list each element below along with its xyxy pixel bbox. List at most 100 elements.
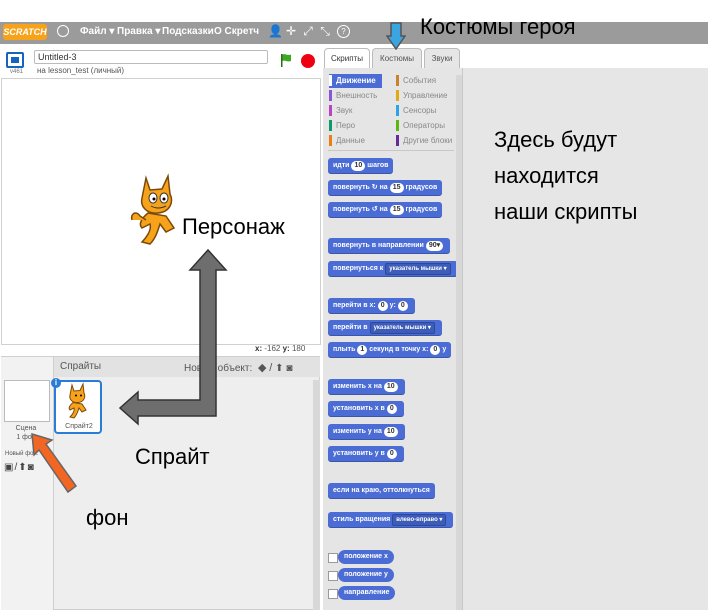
block-input[interactable]: 10 — [383, 382, 398, 392]
block-input[interactable]: 15 — [389, 205, 404, 215]
tab-costumes[interactable]: Костюмы — [372, 48, 422, 68]
coord-x-value: -162 — [264, 344, 281, 353]
checkbox-direction[interactable] — [328, 589, 338, 599]
tab-sounds[interactable]: Звуки — [424, 48, 460, 68]
block-text: перейти в x: — [333, 302, 376, 309]
camera-sprite-icon[interactable]: ◙ — [286, 363, 293, 374]
shrink-icon[interactable]: ⤡ — [320, 24, 330, 38]
stage-bg-count: 1 фон — [16, 434, 36, 441]
block-input[interactable]: 10 — [351, 161, 366, 171]
category-operators[interactable]: Операторы — [396, 119, 445, 133]
help-icon[interactable]: ? — [337, 25, 350, 38]
block-input[interactable]: 1 — [357, 345, 368, 355]
cut-icon[interactable]: ✛ — [285, 24, 297, 38]
sprites-scrollbar[interactable] — [313, 380, 320, 610]
project-title-input[interactable]: Untitled-3 — [34, 50, 268, 64]
block-text: стиль вращения — [333, 516, 391, 523]
stage-thumbnail[interactable] — [4, 380, 50, 422]
block-dropdown[interactable]: влево-вправо ▾ — [392, 514, 447, 526]
checkbox-x[interactable] — [328, 553, 338, 563]
menu-about[interactable]: О Скретч — [214, 26, 260, 37]
block-input[interactable]: 0 — [386, 404, 397, 414]
annotation-scripts-line2: находится — [494, 163, 599, 188]
block-text: установить х в — [333, 405, 385, 412]
block-text: повернуть в направлении — [333, 242, 424, 249]
category-color — [329, 105, 332, 117]
sprite-thumbnail — [68, 382, 87, 419]
paint-bg-icon[interactable]: / — [14, 462, 19, 473]
block-text: изменить у на — [333, 428, 382, 435]
background-arrow-icon — [31, 432, 78, 494]
tab-scripts[interactable]: Скрипты — [324, 48, 370, 68]
block-dropdown[interactable]: указатель мышки ▾ — [369, 322, 435, 334]
scratch-logo[interactable]: SCRATCH — [3, 24, 47, 40]
cat-sprite[interactable] — [128, 172, 188, 248]
bg-library-icon[interactable]: ▣ — [4, 462, 15, 473]
category-control[interactable]: Управление — [396, 89, 447, 103]
category-color — [396, 105, 399, 117]
annotation-scripts: Здесь будут находится наши скрипты — [494, 122, 637, 230]
annotation-background: фон — [86, 505, 129, 530]
menu-edit[interactable]: Правка ▾ — [117, 26, 161, 37]
block-input-x[interactable]: 0 — [377, 301, 388, 311]
category-data[interactable]: Данные — [329, 134, 365, 148]
menu-tips[interactable]: Подсказки — [162, 26, 214, 37]
category-looks[interactable]: Внешность — [329, 89, 377, 103]
category-color — [396, 90, 399, 102]
block-text: повернуть ↻ на — [333, 184, 388, 191]
sprite-library-icon[interactable]: ◆ — [258, 362, 267, 374]
reporter-x-position[interactable]: положение x — [338, 550, 394, 564]
category-label: Звук — [336, 106, 353, 115]
green-flag-icon[interactable] — [280, 53, 294, 67]
checkbox-y[interactable] — [328, 571, 338, 581]
block-input[interactable]: 15 — [389, 183, 404, 193]
upload-bg-icon[interactable]: ⬆ — [18, 462, 28, 473]
category-color — [329, 75, 332, 87]
block-text: перейти в — [333, 324, 368, 331]
category-motion[interactable]: Движение — [329, 74, 382, 88]
reporter-direction[interactable]: направление — [338, 586, 396, 600]
duplicate-icon[interactable]: 👤 — [268, 24, 283, 38]
palette-scrollbar[interactable] — [456, 75, 462, 610]
category-sound[interactable]: Звук — [329, 104, 352, 118]
stage-mode-icon[interactable] — [6, 52, 24, 68]
reporter-y-position[interactable]: положение y — [338, 568, 394, 582]
block-dropdown[interactable]: указатель мышки ▾ — [385, 263, 451, 275]
upload-sprite-icon[interactable]: ⬆ — [275, 363, 284, 374]
paint-sprite-icon[interactable]: / — [269, 362, 273, 374]
menu-file[interactable]: Файл ▾ — [80, 26, 115, 37]
block-input[interactable]: 0 — [386, 449, 397, 459]
block-text: секунд в точку x: — [369, 346, 429, 353]
category-pen[interactable]: Перо — [329, 119, 355, 133]
camera-bg-icon[interactable]: ◙ — [27, 462, 35, 473]
scripts-area[interactable] — [463, 68, 708, 610]
block-input-y[interactable]: 0 — [397, 301, 408, 311]
category-color — [329, 120, 332, 132]
category-sensing[interactable]: Сенсоры — [396, 104, 436, 118]
category-events[interactable]: События — [396, 74, 436, 88]
grow-icon[interactable]: ⤢ — [303, 24, 313, 38]
block-input[interactable]: 10 — [383, 427, 398, 437]
info-icon[interactable]: i — [51, 378, 61, 388]
block-input[interactable]: 90▾ — [425, 241, 444, 251]
stop-icon[interactable] — [301, 54, 315, 68]
block-input-x[interactable]: 0 — [430, 345, 441, 355]
block-text: шагов — [367, 162, 389, 169]
category-more-blocks[interactable]: Другие блоки — [396, 134, 452, 148]
block-bounce[interactable]: если на краю, оттолкнуться — [328, 483, 435, 499]
globe-icon[interactable] — [57, 25, 69, 37]
costumes-arrow-icon — [386, 22, 406, 50]
